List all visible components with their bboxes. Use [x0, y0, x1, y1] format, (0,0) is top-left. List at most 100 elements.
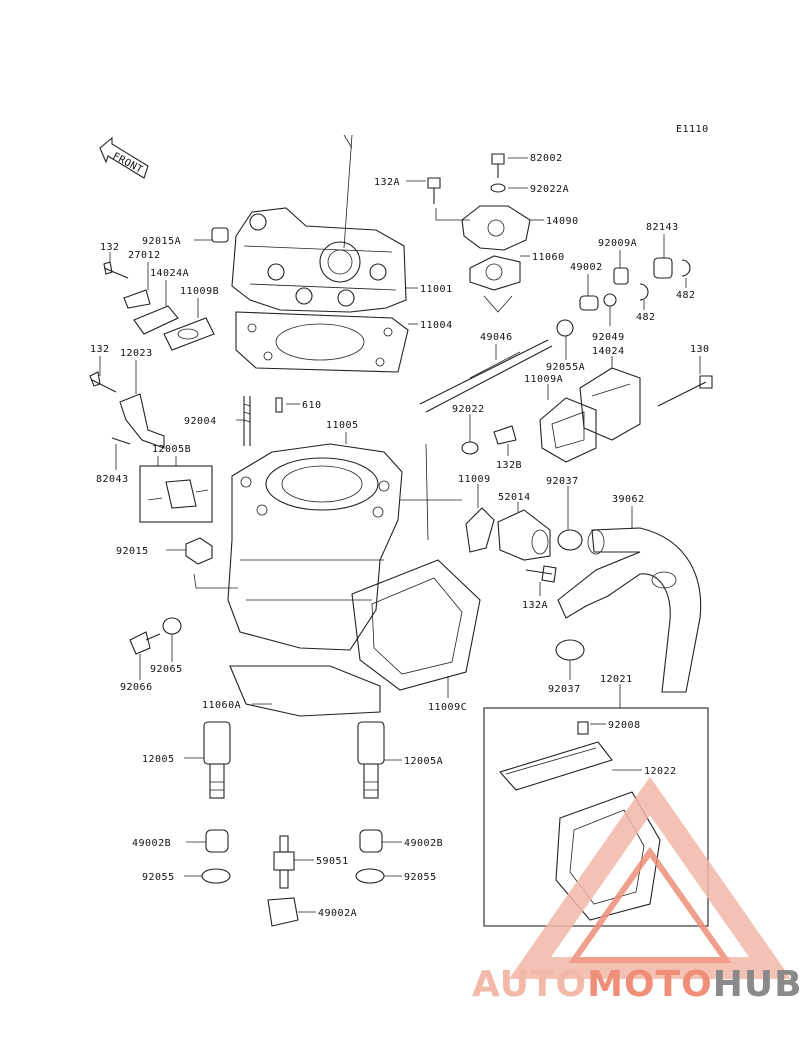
- part-label: 92015: [116, 546, 149, 557]
- label-82143: 82143: [646, 222, 679, 258]
- seal-49002b-right: [359, 829, 383, 853]
- gear-59051: [273, 835, 295, 889]
- part-label: 132: [90, 344, 110, 355]
- label-11001: 11001: [406, 284, 452, 295]
- part-label: 82143: [646, 222, 679, 233]
- label-11060a: 11060A: [202, 700, 272, 711]
- label-92004: 92004: [184, 416, 244, 427]
- label-92022a: 92022A: [508, 184, 569, 195]
- part-label: 92008: [608, 720, 641, 731]
- leader: [400, 443, 462, 541]
- seal-49002a: [267, 897, 299, 927]
- part-label: 82043: [96, 474, 129, 485]
- label-92049: 92049: [592, 306, 625, 343]
- pin-610: [275, 397, 283, 413]
- part-label: 92066: [120, 682, 153, 693]
- part-label: 49002A: [318, 908, 357, 919]
- leader: [157, 456, 177, 466]
- part-label: 482: [636, 312, 656, 323]
- part-label: 92055A: [546, 362, 585, 373]
- hose-39062: [557, 527, 702, 693]
- gasket-11060: [469, 255, 521, 291]
- label-82002: 82002: [508, 153, 563, 164]
- oring-92055-right: [355, 868, 385, 884]
- bolt-92009a: [613, 267, 629, 285]
- label-39062: 39062: [612, 494, 645, 528]
- gasket-11009a: [539, 397, 597, 463]
- label-92066: 92066: [120, 654, 153, 693]
- part-label: 92022A: [530, 184, 569, 195]
- part-label: 610: [302, 400, 322, 411]
- leader: [193, 573, 238, 589]
- gasket-11009: [465, 507, 495, 553]
- part-label: 92049: [592, 332, 625, 343]
- part-label: 132A: [374, 177, 400, 188]
- gasket-11009c: [351, 559, 481, 691]
- label-52014: 52014: [498, 492, 530, 512]
- part-label: 82002: [530, 153, 563, 164]
- label-132b: 132B: [496, 444, 522, 471]
- water-outlet-14090: [461, 205, 531, 251]
- label-92015: 92015: [116, 546, 186, 557]
- part-label: 92065: [150, 664, 183, 675]
- gasket-14024a: [133, 305, 179, 335]
- label-59051: 59051: [294, 856, 348, 867]
- label-14024: 14024: [592, 346, 625, 368]
- part-label: 12022: [644, 766, 677, 777]
- washer-92049: [603, 293, 617, 307]
- bolt-82002: [491, 153, 505, 178]
- nut-92015a: [211, 227, 229, 243]
- label-482-a: 482: [676, 278, 695, 301]
- label-11060: 11060: [520, 252, 564, 263]
- label-11009a: 11009A: [524, 374, 563, 400]
- washer-92065: [162, 617, 182, 635]
- bolt-132a-top: [427, 177, 441, 204]
- label-12023: 12023: [120, 348, 153, 394]
- front-arrow-icon: FRONT: [99, 136, 149, 179]
- part-label: 11009B: [180, 286, 219, 297]
- label-92008: 92008: [590, 720, 641, 731]
- label-92009a: 92009A: [598, 238, 637, 268]
- bolt-132: [103, 261, 129, 279]
- stem-12005: [203, 721, 231, 799]
- part-label: 11005: [326, 420, 359, 431]
- part-label: 39062: [612, 494, 645, 505]
- label-14024a: 14024A: [150, 268, 189, 306]
- rod-49046: [419, 339, 553, 413]
- gasket-11009b: [163, 317, 215, 351]
- diagram-code: E1110: [676, 124, 709, 135]
- label-610: 610: [286, 400, 322, 411]
- bolt-92066: [129, 631, 161, 655]
- label-92055-right: 92055: [384, 872, 436, 883]
- watermark-word-3: HUB: [713, 964, 800, 1005]
- part-label: 49002: [570, 262, 603, 273]
- clip-482: [639, 283, 649, 301]
- part-label: 130: [690, 344, 710, 355]
- front-label: FRONT: [111, 151, 145, 176]
- part-label: 92009A: [598, 238, 637, 249]
- seal-49002b-left: [205, 829, 229, 853]
- part-label: 14024: [592, 346, 625, 357]
- part-label: 12023: [120, 348, 153, 359]
- part-label: 92015A: [142, 236, 181, 247]
- part-label: 132: [100, 242, 120, 253]
- label-27012: 27012: [128, 250, 160, 290]
- leader: [435, 208, 470, 221]
- part-label: 11009: [458, 474, 491, 485]
- head-gasket-11004: [235, 311, 409, 373]
- label-92065: 92065: [150, 634, 183, 675]
- clamp-92037-upper: [557, 529, 583, 551]
- part-label: 92037: [548, 684, 581, 695]
- bolt-132a-low: [525, 565, 557, 583]
- label-12005: 12005: [142, 754, 204, 765]
- part-label: 14090: [546, 216, 579, 227]
- washer-92022a: [490, 183, 506, 193]
- part-label: 132A: [522, 600, 548, 611]
- part-label: 11009C: [428, 702, 467, 713]
- label-92015a: 92015A: [142, 236, 212, 247]
- part-label: 92004: [184, 416, 217, 427]
- label-92037-lower: 92037: [548, 660, 581, 695]
- watermark-word-1: AUTO: [472, 964, 587, 1005]
- bracket-27012: [123, 289, 151, 309]
